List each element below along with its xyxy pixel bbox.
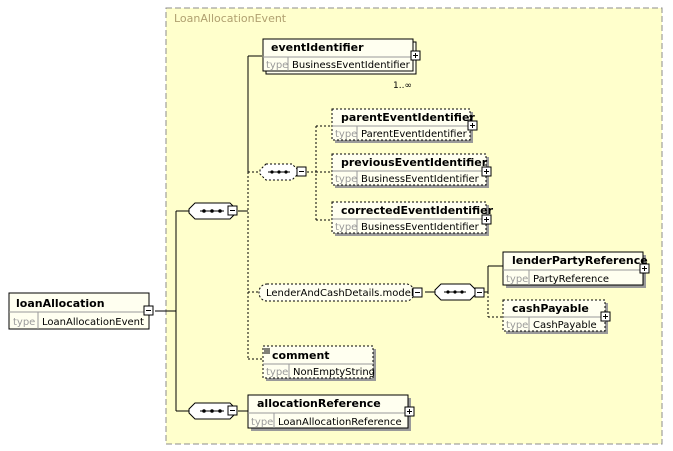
element-allocation-reference[interactable]: allocationReference type LoanAllocationR… [247,394,415,431]
expand-icon[interactable] [410,50,421,61]
collapse-icon[interactable] [227,405,238,416]
type-key: type [266,367,288,378]
collapse-icon[interactable] [227,205,238,216]
sequence-compositor[interactable] [188,202,238,220]
optional-sequence-compositor[interactable] [259,163,307,181]
expand-icon[interactable] [600,311,611,322]
expand-icon[interactable] [467,120,478,131]
element-previous-event-identifier[interactable]: previousEventIdentifier type BusinessEve… [331,153,492,188]
collapse-icon[interactable] [412,287,423,298]
collapse-icon[interactable] [143,305,154,316]
type-key: type [506,320,528,331]
element-name: eventIdentifier [271,41,364,54]
type-value: BusinessEventIdentifier [292,60,411,71]
expand-icon[interactable] [481,166,492,177]
expand-icon[interactable] [481,214,492,225]
type-value: CashPayable [533,320,597,331]
type-value: PartyReference [533,274,609,285]
connector-lines [155,55,503,412]
element-name: correctedEventIdentifier [341,204,494,217]
element-name: parentEventIdentifier [341,111,475,124]
type-key: type [506,274,528,285]
type-value: LoanAllocationReference [278,417,402,428]
collapse-icon[interactable] [296,166,307,177]
type-key: type [251,417,273,428]
type-value: BusinessEventIdentifier [361,174,480,185]
element-event-identifier[interactable]: eventIdentifier type BusinessEventIdenti… [262,38,421,91]
element-name: loanAllocation [16,297,105,310]
element-name: lenderPartyReference [512,254,648,267]
type-value: BusinessEventIdentifier [361,222,480,233]
type-key: type [335,174,357,185]
element-name: cashPayable [512,302,589,315]
type-key: type [13,317,35,328]
occurrence-label: 1..∞ [393,81,412,91]
element-name: comment [272,349,330,362]
element-lender-party-reference[interactable]: lenderPartyReference type PartyReference [502,251,650,288]
type-value: NonEmptyString [293,367,375,378]
element-name: previousEventIdentifier [341,156,488,169]
collapse-icon[interactable] [474,287,485,298]
model-group-lender-and-cash-details[interactable]: LenderAndCashDetails.model [258,283,423,302]
type-key: type [335,129,357,140]
expand-icon[interactable] [639,263,650,274]
sequence-compositor[interactable] [434,283,485,301]
annotation-icon [264,348,270,354]
container-title: LoanAllocationEvent [174,12,287,25]
type-value: ParentEventIdentifier [361,129,468,140]
element-loan-allocation[interactable]: loanAllocation type LoanAllocationEvent [8,292,154,330]
sequence-compositor[interactable] [188,402,238,420]
element-parent-event-identifier[interactable]: parentEventIdentifier type ParentEventId… [331,108,478,143]
type-key: type [335,222,357,233]
element-name: allocationReference [257,397,381,410]
expand-icon[interactable] [404,406,415,417]
element-comment[interactable]: comment type NonEmptyString [262,345,376,381]
element-corrected-event-identifier[interactable]: correctedEventIdentifier type BusinessEv… [331,201,494,236]
type-key: type [266,60,288,71]
type-value: LoanAllocationEvent [42,317,144,328]
group-name: LenderAndCashDetails.model [266,288,414,299]
element-cash-payable[interactable]: cashPayable type CashPayable [502,299,611,334]
